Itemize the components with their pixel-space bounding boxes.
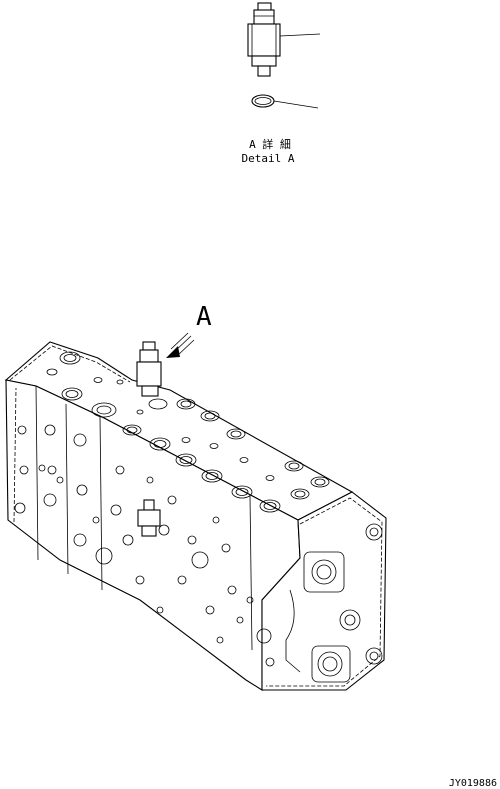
control-valve-body xyxy=(4,341,387,691)
detail-caption-japanese: A 詳 細 xyxy=(249,137,291,151)
view-callout-label: A xyxy=(196,302,212,332)
front-valve-fitting xyxy=(137,499,161,537)
detail-o-ring xyxy=(251,94,319,109)
detail-caption-english: Detail A xyxy=(242,152,295,165)
drawing-number: JY019886 xyxy=(449,778,497,789)
view-direction-arrow-icon xyxy=(166,332,195,358)
relief-valve-installed xyxy=(136,341,162,397)
detail-relief-valve xyxy=(247,2,321,77)
